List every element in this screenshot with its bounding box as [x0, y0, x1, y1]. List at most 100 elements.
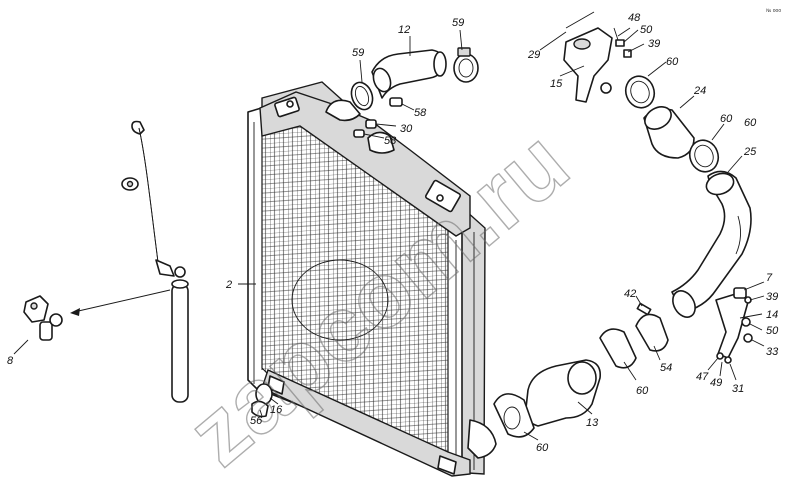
washer-39-top [623, 49, 632, 58]
nut-33 [743, 333, 753, 343]
clamp-60-mid-inner [694, 144, 714, 168]
fitting-30 [365, 119, 377, 129]
callout-label: 59 [352, 47, 364, 59]
upper-hose-group [350, 47, 479, 138]
hose-25-group [671, 170, 752, 318]
drain-hose [171, 283, 189, 403]
radiator-assembly [247, 81, 497, 477]
boss-bolt [436, 194, 444, 202]
bracket-14-group [715, 287, 753, 364]
shroud-hint [291, 259, 389, 341]
pipe-fitting [155, 259, 175, 277]
callout-label: 29 [527, 49, 540, 61]
clamp-60-bottom [493, 393, 535, 438]
nut-50 [741, 317, 751, 327]
callout-label: 24 [693, 85, 706, 97]
callout-label: 60 [744, 117, 757, 129]
fitting-58-top [389, 97, 403, 107]
pipe-nut [174, 266, 186, 278]
callout-label: 58 [414, 107, 427, 119]
callout-label: 30 [400, 123, 413, 135]
callout-label: 49 [710, 377, 722, 389]
clamp-59-right [453, 53, 479, 83]
corner-mark: № ооо [766, 8, 781, 14]
upper-hose-end [372, 67, 392, 93]
clamp-59-left-inner [354, 85, 370, 107]
mount-bracket-right [437, 455, 457, 475]
hose-24-end [644, 106, 672, 130]
washer-49 [716, 352, 724, 360]
callout-label: 7 [766, 272, 773, 284]
tube-top-hook [131, 120, 145, 135]
clamp-59-right-screw [457, 47, 471, 57]
hose-13-end [567, 361, 597, 395]
clamp-59-left [350, 81, 374, 111]
pipe-clip-hole [126, 180, 134, 188]
clamp-60-bottom-inner [503, 406, 521, 430]
lower-hose-group [493, 302, 669, 438]
callout-label: 60 [666, 56, 679, 68]
upper-hose-end-right [433, 51, 447, 77]
callout-label: 42 [624, 288, 636, 300]
drain-valve-cap [49, 313, 63, 327]
bolt-42 [636, 302, 652, 316]
callout-label: 47 [696, 371, 709, 383]
clamp-59-right-inner [458, 58, 474, 78]
callout-label: 8 [7, 355, 14, 367]
callout-label: 50 [640, 24, 653, 36]
callout-label: 54 [660, 362, 672, 374]
drain-hose-top [171, 279, 189, 289]
rod-29 [565, 11, 595, 29]
thermostat-housing-group [563, 11, 632, 103]
callout-label: 25 [743, 146, 757, 158]
fitting-58-bottom [353, 129, 365, 138]
clamp-56 [251, 400, 269, 418]
upper-inlet-stub [325, 99, 361, 122]
leader-lines [13, 27, 765, 441]
callout-label: 56 [250, 415, 263, 427]
callout-label: 2 [225, 279, 232, 291]
lower-outlet-stub [467, 419, 497, 459]
callout-label: 13 [586, 417, 599, 429]
clamp-16-group [251, 383, 273, 418]
callout-label: 48 [628, 12, 641, 24]
arrow-line [73, 289, 171, 313]
callout-label: 60 [636, 385, 649, 397]
overflow-pipe-inner [138, 127, 159, 263]
hose-25 [671, 170, 752, 313]
filler-neck [367, 131, 395, 154]
clamp-60-top-inner [630, 80, 650, 104]
callout-label: 15 [550, 78, 563, 90]
callout-label: 60 [536, 442, 549, 454]
housing-outlet [600, 82, 612, 94]
drain-valve-port [30, 302, 38, 310]
callout-label: 60 [720, 113, 733, 125]
hose-25-bottom-end [672, 290, 696, 318]
clamp-54 [635, 313, 669, 352]
callout-label: 12 [398, 24, 410, 36]
housing-flange [573, 38, 591, 50]
hose-24-group [624, 75, 720, 173]
clamp-60-right-lower [599, 328, 637, 369]
callout-label: 59 [452, 17, 464, 29]
drain-valve-spout [39, 321, 53, 341]
callout-labels: 2 7 8 12 13 14 15 16 24 25 29 30 31 33 3… [7, 12, 779, 454]
callout-label: 16 [270, 404, 283, 416]
callout-label: 58 [384, 135, 397, 147]
boss-bolt [286, 100, 294, 108]
callout-label: 39 [766, 291, 778, 303]
callout-label: 14 [766, 309, 778, 321]
callout-label: 50 [766, 325, 779, 337]
drain-tube-group [23, 120, 189, 403]
callout-label: 39 [648, 38, 660, 50]
bolt-48 [613, 27, 619, 41]
radiator-top-tank [259, 91, 471, 237]
hose-25-top-end [705, 172, 735, 196]
bolt-31 [724, 356, 732, 364]
callout-label: 31 [732, 383, 744, 395]
callout-label: 33 [766, 346, 779, 358]
arrow-head [70, 308, 80, 316]
bolt-7 [733, 287, 747, 299]
hose-25-crease [735, 215, 741, 255]
